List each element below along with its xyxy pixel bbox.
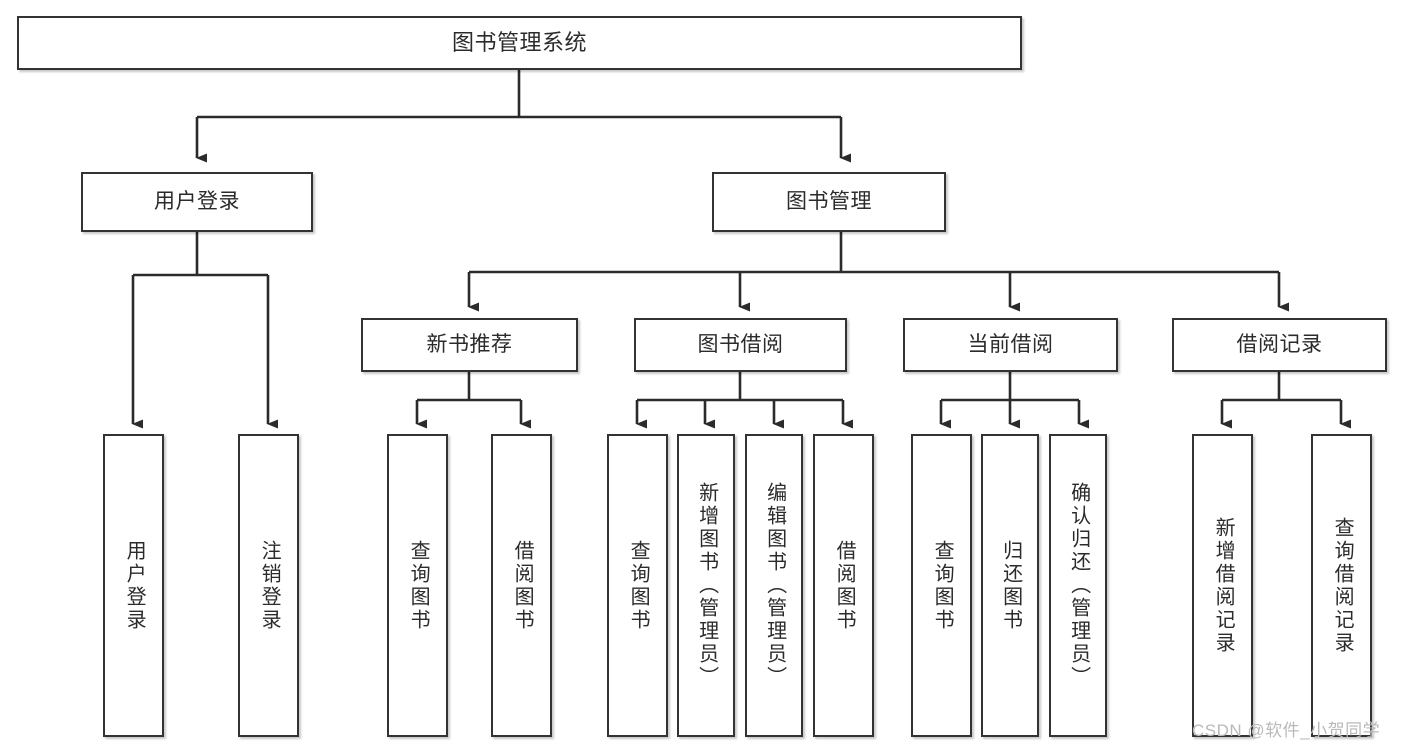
node-book-borrow-label: 图书借阅 [697, 332, 784, 356]
node-borrow-record[interactable]: 借阅记录 [1172, 318, 1387, 372]
leaf-current-query-book-label: 查询图书 [931, 539, 954, 632]
leaf-newbook-query-book[interactable]: 查询图书 [387, 434, 448, 737]
leaf-borrow-add-book-label: 新增图书（管理员） [695, 482, 718, 689]
leaf-logout-label: 注销登录 [258, 539, 281, 632]
leaf-newbook-query-book-label: 查询图书 [407, 539, 430, 632]
leaf-current-confirm-return-label: 确认归还（管理员） [1067, 482, 1090, 689]
node-current-borrow-label: 当前借阅 [967, 332, 1054, 356]
node-borrow-record-label: 借阅记录 [1236, 332, 1323, 356]
leaf-logout[interactable]: 注销登录 [238, 434, 299, 737]
leaf-borrow-edit-book[interactable]: 编辑图书（管理员） [745, 434, 803, 737]
leaf-newbook-borrow-book-label: 借阅图书 [511, 539, 534, 632]
node-user-login-label: 用户登录 [154, 189, 240, 213]
leaf-borrow-add-book[interactable]: 新增图书（管理员） [677, 434, 735, 737]
node-root-label: 图书管理系统 [451, 30, 587, 56]
leaf-newbook-borrow-book[interactable]: 借阅图书 [491, 434, 552, 737]
leaf-borrow-borrow-book[interactable]: 借阅图书 [813, 434, 874, 737]
node-book-borrow[interactable]: 图书借阅 [634, 318, 847, 372]
leaf-user-login[interactable]: 用户登录 [103, 434, 164, 737]
leaf-borrow-query-book-label: 查询图书 [627, 539, 650, 632]
leaf-user-login-label: 用户登录 [123, 539, 146, 632]
node-user-login[interactable]: 用户登录 [81, 172, 313, 232]
leaf-borrow-edit-book-label: 编辑图书（管理员） [763, 482, 786, 689]
node-book-management-label: 图书管理 [786, 189, 872, 213]
node-current-borrow[interactable]: 当前借阅 [903, 318, 1118, 372]
leaf-record-query-record[interactable]: 查询借阅记录 [1311, 434, 1372, 737]
leaf-borrow-query-book[interactable]: 查询图书 [607, 434, 668, 737]
leaf-record-add-record[interactable]: 新增借阅记录 [1192, 434, 1253, 737]
leaf-borrow-borrow-book-label: 借阅图书 [833, 539, 856, 632]
leaf-record-add-record-label: 新增借阅记录 [1212, 516, 1235, 655]
leaf-current-query-book[interactable]: 查询图书 [911, 434, 972, 737]
leaf-record-query-record-label: 查询借阅记录 [1331, 516, 1354, 655]
node-new-book-recommend-label: 新书推荐 [426, 332, 513, 356]
node-new-book-recommend[interactable]: 新书推荐 [361, 318, 578, 372]
node-root[interactable]: 图书管理系统 [17, 16, 1022, 70]
node-book-management[interactable]: 图书管理 [712, 172, 946, 232]
leaf-current-return-book[interactable]: 归还图书 [981, 434, 1039, 737]
leaf-current-confirm-return[interactable]: 确认归还（管理员） [1049, 434, 1107, 737]
csdn-watermark: CSDN @软件_小贺同学 [1192, 721, 1381, 740]
leaf-current-return-book-label: 归还图书 [999, 539, 1022, 632]
